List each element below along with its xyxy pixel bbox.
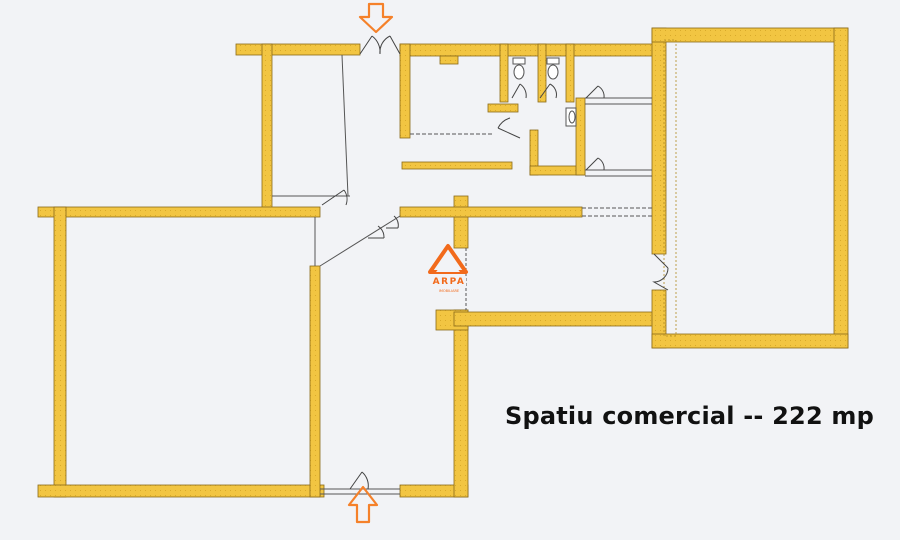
wall-right-mid-bottom [453, 311, 665, 327]
arpa-logo-icon: ARPA IMOBILIARE [428, 244, 468, 293]
wall-wc-east [575, 97, 586, 176]
door-hall-1 [368, 225, 385, 239]
doors [321, 35, 669, 490]
wall-wc-2 [537, 43, 547, 103]
wall-service-west [399, 43, 411, 139]
walls [37, 27, 849, 498]
wall-top-left [235, 43, 361, 56]
wall-mid-horizontal [399, 206, 583, 218]
wall-hall-east [453, 309, 469, 498]
logo-text: ARPA [433, 277, 466, 287]
wall-corridor-partition [401, 161, 513, 170]
wall-left-room-bottom [37, 484, 325, 498]
wall-big-room-inner-line [663, 39, 677, 337]
logo-subtext: IMOBILIARE [439, 289, 459, 293]
wall-left-room-east [309, 265, 321, 498]
wall-top-middle [399, 43, 659, 57]
door-wc-1 [511, 83, 527, 99]
partition-lines [272, 54, 652, 495]
sink-icon [565, 107, 577, 127]
wall-big-room-east [833, 27, 849, 349]
wall-wc-1 [499, 43, 509, 103]
door-bottom-leaf [349, 471, 369, 490]
arrow-up-icon [347, 485, 379, 524]
plan-caption: Spatiu comercial -- 222 mp [505, 402, 874, 430]
wall-big-room-bottom [651, 333, 849, 349]
arrow-down-icon [358, 2, 394, 34]
wall-left-room-west [261, 43, 273, 213]
wall-wc-3 [565, 43, 575, 103]
wall-service-nib [439, 55, 459, 65]
toilet-icon [546, 57, 560, 80]
wall-wc-nib [487, 103, 519, 113]
left-room-diagonal [341, 54, 349, 197]
fixtures [512, 57, 577, 127]
door-top-right-leaf [379, 35, 401, 55]
door-hall-2 [386, 215, 399, 229]
entrance-arrows [347, 2, 394, 524]
wall-left-room-west-big [53, 206, 67, 498]
door-wc-2 [539, 83, 557, 99]
wall-big-room-west-upper [651, 27, 667, 255]
door-wc-lobby [497, 117, 521, 139]
door-left-room [321, 189, 348, 206]
toilet-icon [512, 57, 526, 80]
diagonal-wall-line [319, 215, 401, 267]
door-corridor-1 [585, 85, 605, 99]
door-big-room [652, 253, 669, 291]
wall-big-room-top [651, 27, 849, 43]
wall-hall-pier-upper [453, 195, 469, 249]
wall-left-room-top [37, 206, 321, 218]
door-corridor-2 [585, 157, 605, 171]
